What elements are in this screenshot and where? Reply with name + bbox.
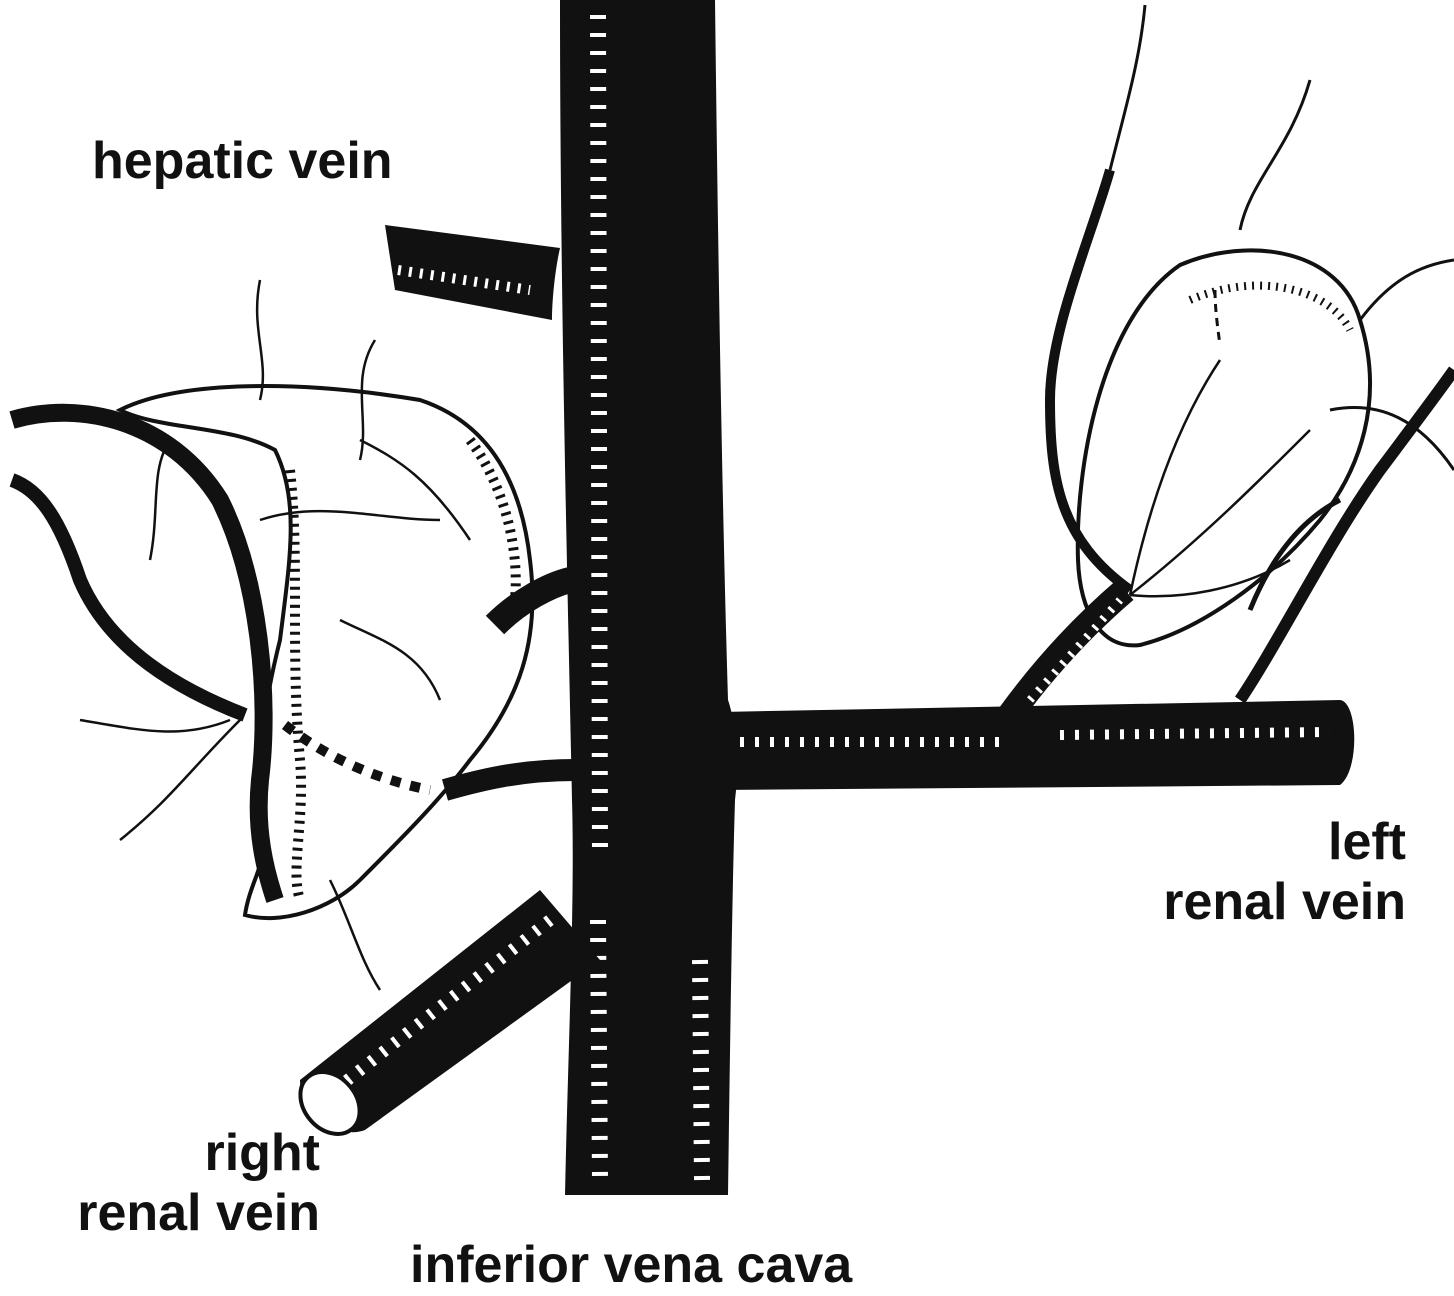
hepatic-vein-label: hepatic vein — [92, 131, 393, 191]
right-renal-vein-label: right renal vein — [20, 1123, 320, 1243]
lower-organ-vein-branch — [445, 770, 575, 790]
left-renal-vein-vessel — [720, 700, 1354, 790]
right-renal-vein-label-line2: renal vein — [20, 1183, 320, 1243]
inferior-vena-cava-label: inferior vena cava — [410, 1235, 852, 1295]
hepatic-vein-branch — [385, 225, 560, 320]
left-renal-vein-label: left renal vein — [1110, 812, 1406, 932]
right-renal-vein-vessel — [288, 890, 600, 1146]
left-lower-curved-vein — [12, 480, 245, 715]
inferior-vena-cava-trunk — [560, 0, 737, 1195]
left-renal-vein-label-line2: renal vein — [1110, 872, 1406, 932]
right-renal-vein-label-line1: right — [20, 1123, 320, 1183]
left-renal-vein-label-line1: left — [1110, 812, 1406, 872]
